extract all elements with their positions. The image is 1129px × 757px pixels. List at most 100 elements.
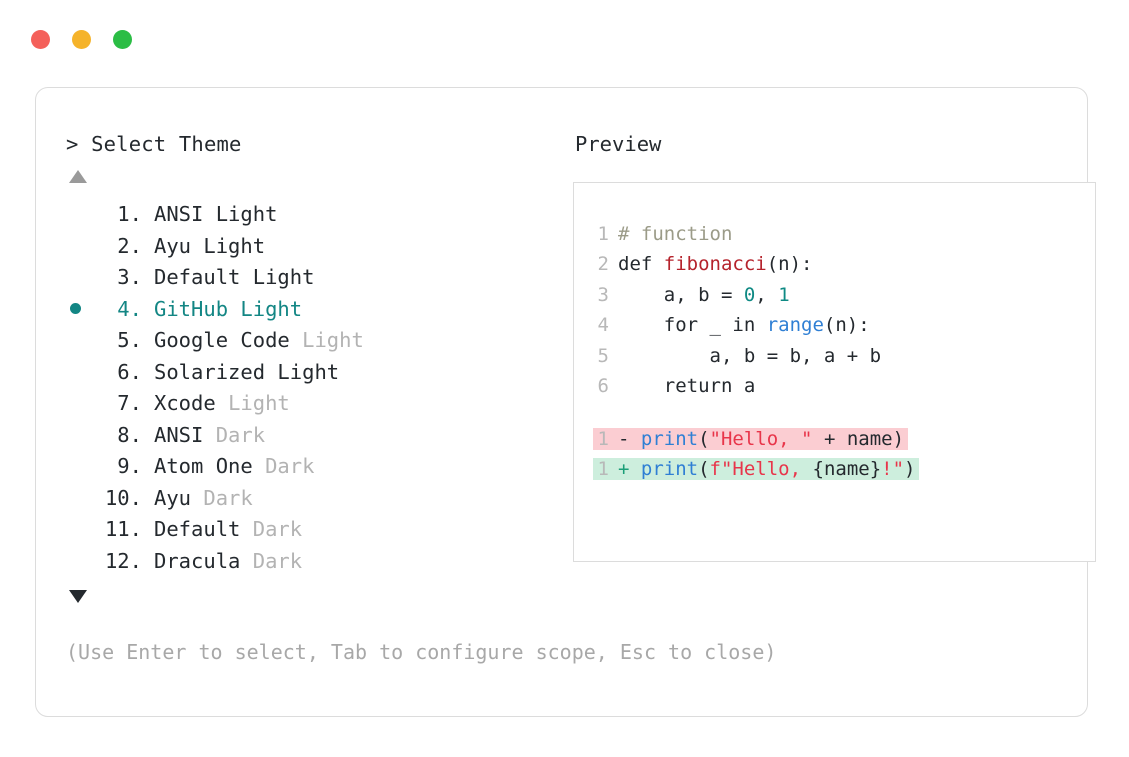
selected-bullet-icon	[70, 303, 81, 315]
code-token: a, b = b, a + b	[618, 344, 882, 367]
code-line: 4 for _ in range(n):	[574, 310, 1095, 341]
diff-line-add: 1+ print(f"Hello, {name}!")	[574, 454, 1095, 485]
code-line-number: 1	[597, 222, 609, 245]
theme-item-number: 1.	[104, 202, 142, 227]
code-token: a, b =	[618, 283, 744, 306]
code-token: print	[640, 427, 699, 450]
code-line: 6 return a	[574, 371, 1095, 402]
theme-item-name: Default Light	[154, 265, 315, 290]
scroll-up-arrow-icon[interactable]	[69, 169, 87, 183]
diff-line-highlight: 1- print("Hello, " + name)	[593, 427, 909, 450]
code-token: for _ in	[618, 314, 767, 337]
code-line-number: 4	[597, 314, 609, 337]
code-token: def	[618, 253, 664, 276]
theme-item-number: 6.	[104, 359, 142, 384]
code-token: (	[698, 427, 710, 450]
scroll-down-arrow-icon[interactable]	[69, 589, 87, 603]
theme-item-name: Ayu	[154, 485, 204, 510]
theme-item-variant-tag: Light	[302, 328, 364, 353]
window-minimize-button[interactable]	[72, 30, 91, 49]
code-token: {name}	[812, 458, 882, 481]
code-line: 3 a, b = 0, 1	[574, 280, 1095, 311]
theme-list-item[interactable]: 12. Dracula Dark	[64, 545, 544, 577]
diff-line-number: 1	[597, 427, 609, 450]
theme-item-name: Xcode	[154, 391, 229, 416]
theme-item-variant-tag: Dark	[252, 548, 303, 573]
theme-item-variant-tag: Light	[228, 391, 290, 416]
theme-item-name: ANSI Light	[154, 202, 278, 227]
theme-list-item[interactable]: 1. ANSI Light	[64, 199, 544, 231]
theme-list-item[interactable]: 11.Default Dark	[64, 514, 544, 546]
theme-list-item[interactable]: 6. Solarized Light	[64, 356, 544, 388]
theme-item-name: Solarized Light	[154, 359, 340, 384]
code-token: "Hello, "	[709, 427, 813, 450]
theme-list-item[interactable]: 10. Ayu Dark	[64, 482, 544, 514]
theme-item-name: Ayu Light	[154, 233, 266, 258]
preview-label: Preview	[575, 132, 662, 156]
diff-sign: -	[618, 427, 641, 450]
theme-item-number: 9.	[104, 454, 142, 479]
theme-list-item[interactable]: 4. GitHub Light	[64, 293, 544, 325]
theme-list-item[interactable]: 7. Xcode Light	[64, 388, 544, 420]
window-close-button[interactable]	[31, 30, 50, 49]
diff-block: 1- print("Hello, " + name)1+ print(f"Hel…	[574, 424, 1095, 485]
theme-picker-panel: > Select Theme 1. ANSI Light 2. Ayu Light …	[35, 87, 1096, 717]
code-token: return a	[618, 375, 756, 398]
theme-selector-column: > Select Theme 1. ANSI Light 2. Ayu Light …	[64, 134, 544, 603]
theme-list[interactable]: 1. ANSI Light 2. Ayu Light 3. Default Light…	[64, 199, 544, 577]
theme-item-number: 5.	[104, 328, 142, 353]
theme-item-name: Dracula	[154, 548, 253, 573]
select-theme-prompt: > Select Theme	[66, 132, 242, 156]
code-token: range	[766, 314, 824, 337]
code-token: + name)	[812, 427, 905, 450]
theme-item-name: GitHub Light	[154, 296, 303, 321]
code-token: (n):	[823, 314, 870, 337]
code-line: 5 a, b = b, a + b	[574, 341, 1095, 372]
code-token: !"	[881, 458, 905, 481]
theme-item-number: 4.	[104, 296, 142, 321]
theme-list-item[interactable]: 5. Google Code Light	[64, 325, 544, 357]
code-spacer	[574, 402, 1095, 424]
code-token: ,	[755, 283, 779, 306]
code-token: 0	[743, 283, 756, 306]
theme-item-name: ANSI	[154, 422, 216, 447]
code-token: (	[698, 458, 710, 481]
theme-list-item[interactable]: 8. ANSI Dark	[64, 419, 544, 451]
theme-item-number: 12.	[104, 548, 142, 573]
code-line-number: 6	[597, 375, 609, 398]
diff-sign: +	[618, 458, 641, 481]
window-maximize-button[interactable]	[113, 30, 132, 49]
code-line-number: 2	[597, 253, 609, 276]
selection-bullet-slot	[64, 303, 96, 315]
theme-list-item[interactable]: 2. Ayu Light	[64, 230, 544, 262]
theme-item-variant-tag: Dark	[252, 517, 303, 542]
theme-item-number: 2.	[104, 233, 142, 258]
code-line-number: 3	[597, 283, 609, 306]
theme-item-number: 8.	[104, 422, 142, 447]
code-token: 1	[778, 283, 790, 306]
diff-line-del: 1- print("Hello, " + name)	[574, 424, 1095, 455]
theme-list-item[interactable]: 3. Default Light	[64, 262, 544, 294]
theme-item-name: Google Code	[154, 328, 303, 353]
keyboard-hint: (Use Enter to select, Tab to configure s…	[66, 640, 777, 664]
theme-item-variant-tag: Dark	[215, 422, 266, 447]
theme-item-number: 11.	[104, 517, 142, 542]
theme-item-variant-tag: Dark	[265, 454, 315, 479]
diff-line-highlight: 1+ print(f"Hello, {name}!")	[593, 458, 920, 481]
diff-line-number: 1	[597, 458, 609, 481]
theme-item-number: 10.	[104, 485, 142, 510]
theme-item-variant-tag: Dark	[203, 485, 253, 510]
code-token: (n):	[766, 253, 813, 276]
theme-item-name: Atom One	[154, 454, 266, 479]
theme-item-number: 7.	[104, 391, 142, 416]
code-token: # function	[618, 222, 733, 245]
code-token: print	[640, 458, 699, 481]
code-token: f"Hello,	[709, 458, 813, 481]
theme-list-item[interactable]: 9. Atom One Dark	[64, 451, 544, 483]
theme-item-number: 3.	[104, 265, 142, 290]
